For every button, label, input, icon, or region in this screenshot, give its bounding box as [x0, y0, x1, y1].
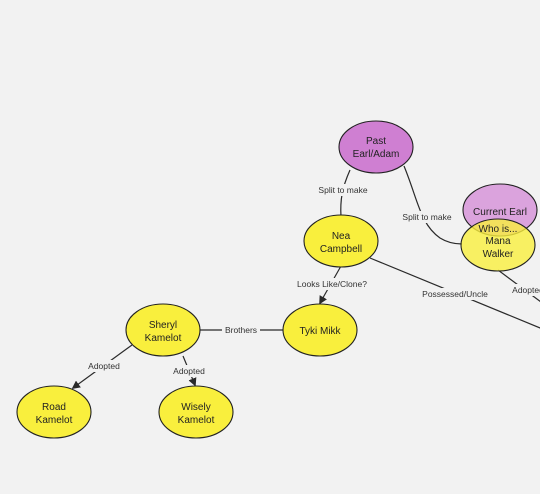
svg-text:Brothers: Brothers [225, 325, 257, 335]
svg-text:Past: Past [366, 136, 386, 147]
svg-text:Who is...: Who is... [479, 224, 518, 235]
svg-text:Sheryl: Sheryl [149, 320, 177, 331]
node-tyki-mikk[interactable]: Tyki Mikk [282, 303, 358, 357]
edge-past-earl-to-mana-walker[interactable] [403, 165, 463, 245]
node-sheryl-kamelot[interactable]: Sheryl Kamelot [125, 303, 201, 357]
svg-text:Possessed/Uncle: Possessed/Uncle [422, 289, 488, 299]
node-mana-walker[interactable]: Who is... Mana Walker [460, 218, 536, 272]
svg-text:Wisely: Wisely [181, 402, 210, 413]
svg-text:Split to make: Split to make [318, 185, 367, 195]
svg-text:Road: Road [42, 402, 66, 413]
svg-text:Current Earl: Current Earl [473, 207, 527, 218]
svg-text:Campbell: Campbell [320, 244, 362, 255]
node-nea-campbell[interactable]: Nea Campbell [303, 214, 379, 268]
svg-text:Kamelot: Kamelot [36, 415, 73, 426]
svg-text:Walker: Walker [483, 249, 514, 260]
svg-text:Split to make: Split to make [402, 212, 451, 222]
edge-label-past-mana: Split to make [398, 211, 456, 223]
svg-text:Adopted: Adopted [512, 285, 540, 295]
svg-text:Kamelot: Kamelot [178, 415, 215, 426]
edge-label-nea-tyki: Looks Like/Clone? [297, 278, 367, 290]
edge-label-sheryl-tyki: Brothers [222, 324, 260, 336]
node-past-earl[interactable]: Past Earl/Adam [338, 120, 414, 174]
svg-text:Kamelot: Kamelot [145, 333, 182, 344]
edge-label-nea-possessed: Possessed/Uncle [422, 288, 488, 300]
node-road-kamelot[interactable]: Road Kamelot [16, 385, 92, 439]
node-wisely-kamelot[interactable]: Wisely Kamelot [158, 385, 234, 439]
edge-label-sheryl-wisely: Adopted [171, 365, 207, 377]
edge-label-sheryl-road: Adopted [86, 360, 122, 372]
svg-text:Adopted: Adopted [88, 361, 120, 371]
svg-text:Mana: Mana [485, 236, 510, 247]
svg-text:Adopted: Adopted [173, 366, 205, 376]
svg-text:Tyki Mikk: Tyki Mikk [299, 326, 341, 337]
edge-label-mana-adopted: Adopted [510, 284, 540, 296]
edge-label-past-nea: Split to make [314, 184, 372, 196]
svg-text:Nea: Nea [332, 231, 351, 242]
svg-text:Earl/Adam: Earl/Adam [353, 149, 400, 160]
svg-text:Looks Like/Clone?: Looks Like/Clone? [297, 279, 367, 289]
